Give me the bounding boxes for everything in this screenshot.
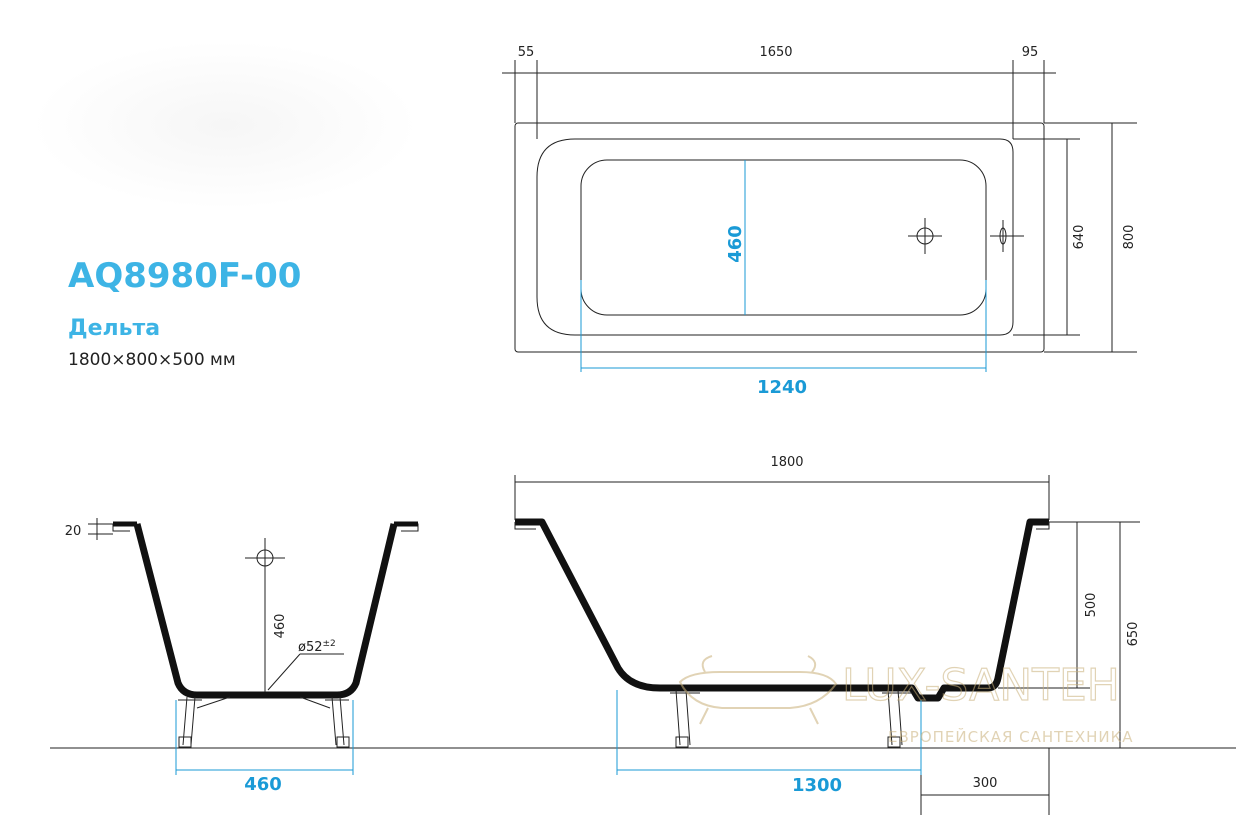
top-outer-rim [514,122,1045,353]
dim-label-55: 55 [518,45,535,60]
dim-label-1240: 1240 [757,377,807,398]
dim-label-800: 800 [1122,225,1137,250]
model-number: AQ8980F-00 [68,256,302,296]
front-legs [178,696,350,748]
top-view [502,60,1137,372]
front-view [50,518,1236,775]
side-view [514,475,1140,815]
watermark-brand: LUX-SANTEH [842,660,1120,711]
dim-label-95: 95 [1022,45,1039,60]
watermark: LUX-SANTEH европейская сантехника [678,655,1134,746]
dim-label-1300: 1300 [792,775,842,796]
dim-label-500: 500 [1084,593,1099,618]
dim-label-460-legs: 460 [244,774,282,795]
dim-label-drain: ø52±2 [298,639,336,655]
product-name: Дельта [68,316,161,341]
dim-label-460-top: 460 [725,225,746,263]
dim-label-20: 20 [65,524,82,539]
dim-label-650: 650 [1126,622,1141,647]
dim-label-460-depth: 460 [273,614,288,639]
dim-label-1650: 1650 [759,45,792,60]
blurred-photo-area [30,40,420,210]
top-inner-rim [536,138,1014,336]
watermark-bathtub-icon [678,655,838,725]
watermark-tagline: европейская сантехника [888,727,1134,746]
dim-label-640: 640 [1072,225,1087,250]
side-legs [670,689,912,748]
dim-label-1800: 1800 [770,455,803,470]
dim-label-300: 300 [973,776,998,791]
top-basin-floor [580,159,987,316]
product-size: 1800×800×500 мм [68,350,236,370]
